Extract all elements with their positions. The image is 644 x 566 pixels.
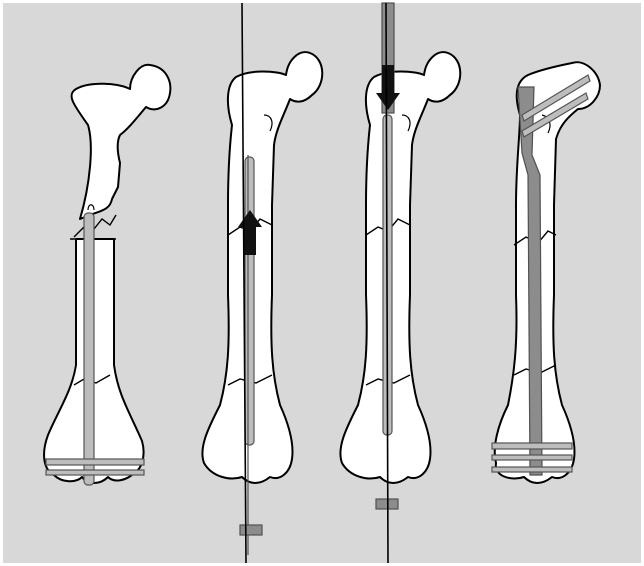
- femur-nailing-diagram: [0, 0, 644, 566]
